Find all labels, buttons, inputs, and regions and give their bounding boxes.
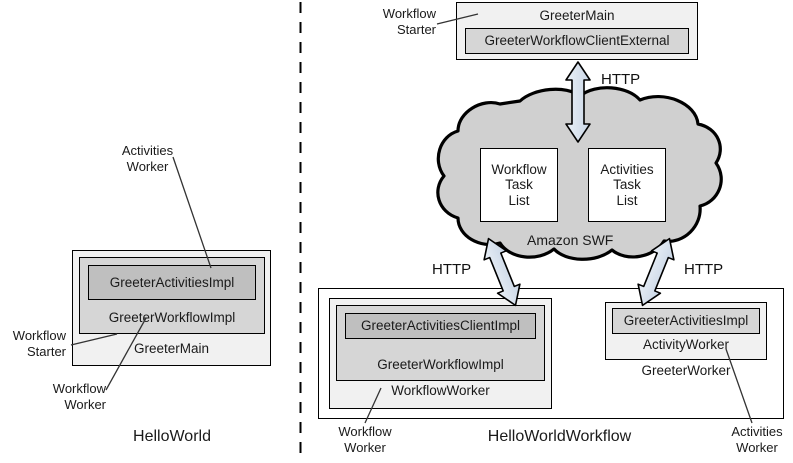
http-label-left: HTTP <box>432 261 472 278</box>
annotation-workflow-worker-right: Workflow Worker <box>338 424 392 455</box>
http-label-top: HTTP <box>601 71 641 88</box>
right-greeteractivitiesimpl-label: GreeterActivitiesImpl <box>623 313 749 329</box>
annotation-activities-worker-right: Activities Worker <box>731 424 783 455</box>
right-greeterworkflowimpl-label: GreeterWorkflowImpl <box>377 357 504 373</box>
left-greetermain-label: GreeterMain <box>133 341 210 357</box>
workflowworker-label: WorkflowWorker <box>391 383 490 399</box>
workflow-task-list-box: Workflow Task List <box>480 148 558 222</box>
http-arrow-top-shape <box>565 61 591 143</box>
activities-task-list-box: Activities Task List <box>588 148 666 222</box>
http-label-right: HTTP <box>684 261 724 278</box>
left-greeterworkflowimpl-label: GreeterWorkflowImpl <box>108 310 236 326</box>
annotation-workflow-starter-left: Workflow Starter <box>12 328 66 359</box>
greeterworker-label: GreeterWorker <box>641 363 731 379</box>
annotation-activities-worker-left: Activities Worker <box>121 143 174 174</box>
left-panel-caption: HelloWorld <box>133 428 211 445</box>
annotation-workflow-worker-left: Workflow Worker <box>52 381 106 412</box>
left-greeteractivitiesimpl-box: GreeterActivitiesImpl <box>88 265 256 300</box>
greeterworkflowclientexternal-box: GreeterWorkflowClientExternal <box>465 28 689 54</box>
workers-container-box <box>318 288 784 419</box>
workflow-task-list-label: Workflow Task List <box>491 161 547 208</box>
activityworker-label: ActivityWorker <box>642 337 729 353</box>
right-greeteractivitiesimpl-box: GreeterActivitiesImpl <box>612 308 760 334</box>
greeterworkflowclientexternal-label: GreeterWorkflowClientExternal <box>484 33 670 49</box>
annotation-workflow-starter-right: Workflow Starter <box>382 6 436 37</box>
activities-task-list-label: Activities Task List <box>600 161 654 208</box>
right-panel-caption: HelloWorldWorkflow <box>487 428 632 445</box>
greeteractivitiesclientimpl-label: GreeterActivitiesClientImpl <box>360 318 521 334</box>
right-greetermain-label: GreeterMain <box>539 8 615 23</box>
left-greeteractivitiesimpl-label: GreeterActivitiesImpl <box>109 274 235 290</box>
greeteractivitiesclientimpl-box: GreeterActivitiesClientImpl <box>345 313 536 339</box>
greeterworker-box: GreeterWorker <box>598 298 774 409</box>
amazon-swf-label: Amazon SWF <box>527 232 614 248</box>
